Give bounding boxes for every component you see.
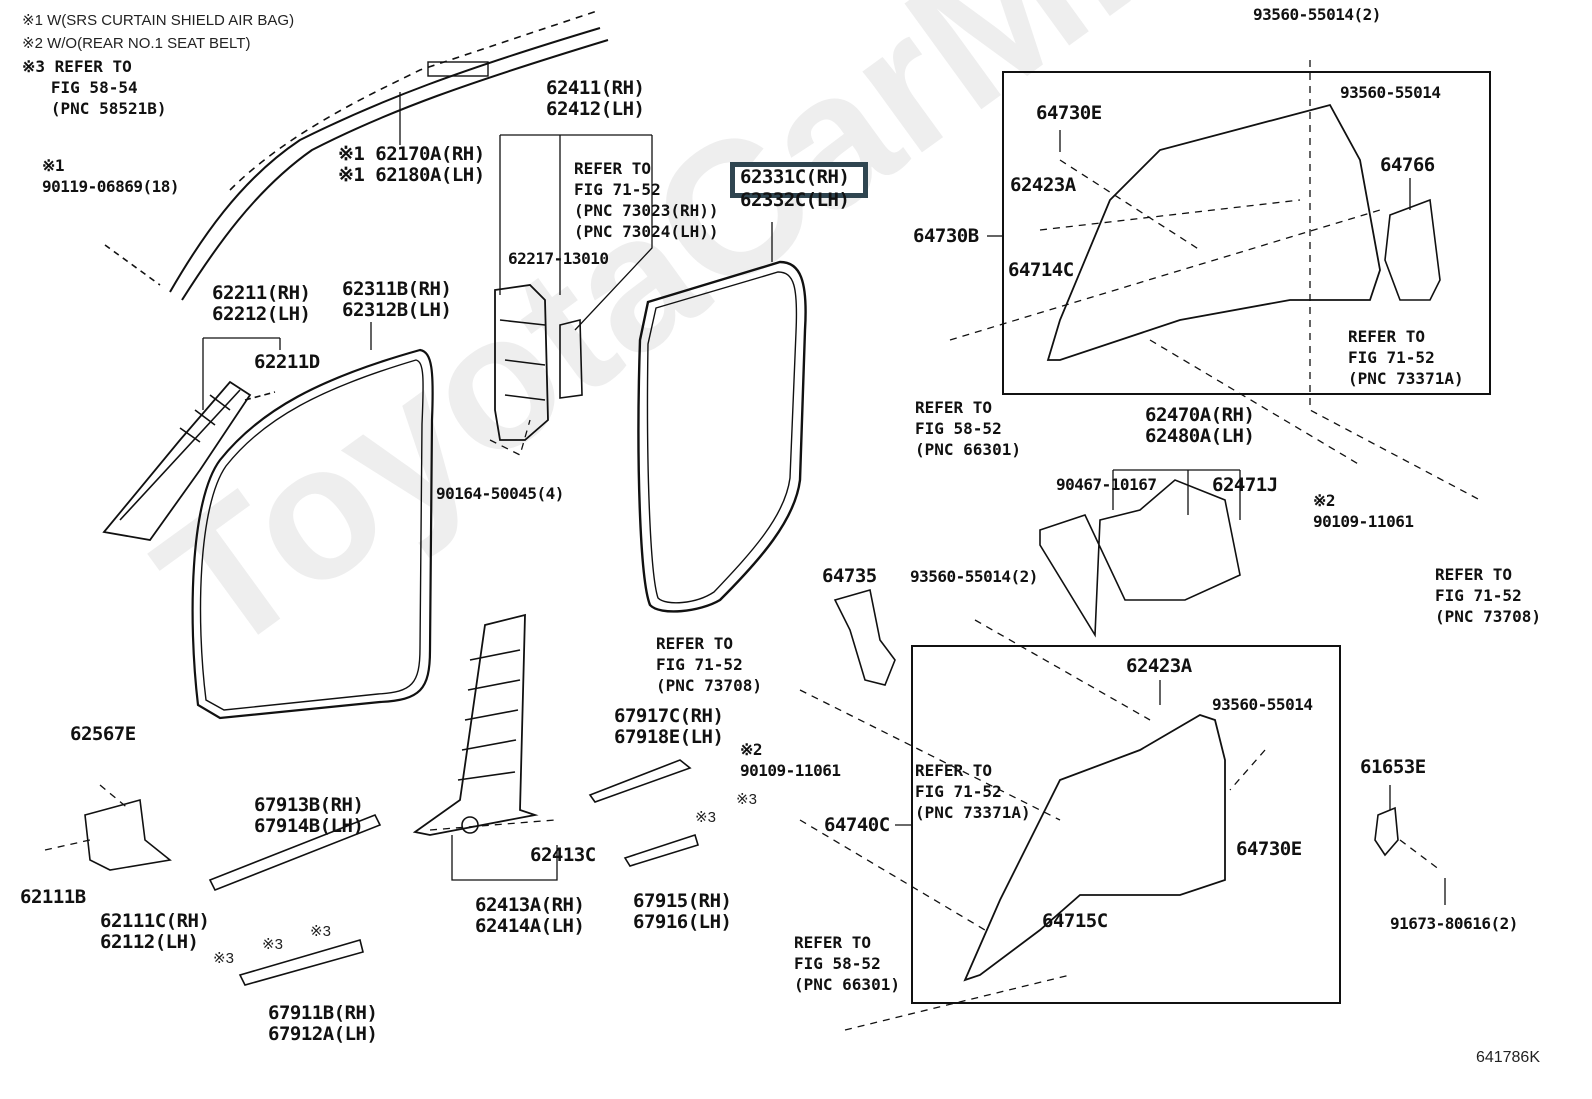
part-label-62311B[interactable]: 62311B(RH) 62312B(LH) — [342, 278, 452, 321]
part-label-64735[interactable]: 64735 — [822, 565, 877, 587]
part-label-62211[interactable]: 62211(RH) 62212(LH) — [212, 282, 311, 325]
part-label-93560-bottom[interactable]: 93560-55014 — [1212, 695, 1313, 714]
part-label-62567E[interactable]: 62567E — [70, 723, 136, 745]
part-label-67917C[interactable]: 67917C(RH) 67918E(LH) — [614, 705, 724, 748]
scuff-plate-67911B — [238, 938, 364, 986]
highlighted-part-number[interactable]: 62331C(RH) — [740, 166, 850, 188]
part-label-67913B[interactable]: 67913B(RH) 67914B(LH) — [254, 794, 364, 837]
part-label-93560-2-top[interactable]: 93560-55014(2) — [1253, 5, 1381, 24]
part-label-62170A[interactable]: ※1 62170A(RH) ※1 62180A(LH) — [338, 143, 485, 186]
refer-label-73371A-top[interactable]: REFER TO FIG 71-52 (PNC 73371A) — [1348, 327, 1464, 388]
roof-side-rail-part — [104, 9, 609, 301]
part-label-64766[interactable]: 64766 — [1380, 154, 1435, 176]
upper-quarter-trim-box — [1002, 71, 1491, 395]
part-label-62423A-bottom[interactable]: 62423A — [1126, 655, 1192, 677]
refer-label-73708-mid[interactable]: REFER TO FIG 71-52 (PNC 73708) — [656, 634, 762, 695]
part-label-90109-right[interactable]: ※2 90109-11061 — [1313, 491, 1414, 531]
part-label-62423A-top[interactable]: 62423A — [1010, 174, 1076, 196]
part-label-90467[interactable]: 90467-10167 — [1056, 475, 1157, 494]
part-label-91673[interactable]: 91673-80616(2) — [1390, 914, 1518, 933]
center-pillar-lower-garnish-part — [412, 613, 539, 836]
refer-label-73708-right[interactable]: REFER TO FIG 71-52 (PNC 73708) — [1435, 565, 1541, 626]
part-label-62413C[interactable]: 62413C — [530, 844, 596, 866]
bracket-61653E — [1374, 806, 1399, 857]
part-label-90164[interactable]: 90164-50045(4) — [436, 484, 564, 503]
part-label-62471J[interactable]: 62471J — [1212, 474, 1278, 496]
part-label-64740C[interactable]: 64740C — [824, 814, 890, 836]
part-label-62413A[interactable]: 62413A(RH) 62414A(LH) — [475, 894, 585, 937]
refer-label-73023[interactable]: REFER TO FIG 71-52 (PNC 73023(RH)) (PNC … — [574, 159, 719, 241]
scuff-plate-67917C — [588, 759, 692, 803]
highlighted-part-box[interactable] — [730, 162, 868, 198]
star3-note-d: ※3 — [736, 791, 757, 808]
deck-trim-side-panel-part — [1039, 479, 1241, 638]
part-label-62111B[interactable]: 62111B — [20, 886, 86, 908]
assembly-dashed-lines — [44, 60, 1481, 1031]
refer-label-66301-top[interactable]: REFER TO FIG 58-52 (PNC 66301) — [915, 398, 1021, 459]
part-label-64730E-bottom[interactable]: 64730E — [1236, 838, 1302, 860]
figure-id: 641786K — [1475, 1049, 1540, 1066]
part-label-61653E[interactable]: 61653E — [1360, 756, 1426, 778]
part-label-64714C[interactable]: 64714C — [1008, 259, 1074, 281]
leader-lines — [202, 92, 1446, 905]
part-label-90119[interactable]: ※1 90119-06869(18) — [42, 156, 180, 196]
center-pillar-upper-garnish-part — [494, 284, 583, 441]
star3-note-c: ※3 — [310, 923, 331, 940]
part-64735 — [833, 588, 896, 686]
star3-note-b: ※3 — [262, 936, 283, 953]
note-1: ※1 W(SRS CURTAIN SHIELD AIR BAG) — [22, 12, 295, 29]
part-label-67915[interactable]: 67915(RH) 67916(LH) — [633, 890, 732, 933]
note-3: ※3 REFER TO FIG 58-54 (PNC 58521B) — [22, 57, 167, 118]
part-label-62332C[interactable]: 62332C(LH) — [740, 189, 850, 211]
part-label-64730B[interactable]: 64730B — [913, 225, 979, 247]
star3-note-e: ※3 — [695, 809, 716, 826]
lower-quarter-trim-box — [911, 645, 1341, 1004]
front-pillar-garnish-part — [102, 380, 276, 541]
part-label-67911B[interactable]: 67911B(RH) 67912A(LH) — [268, 1002, 378, 1045]
part-label-62411[interactable]: 62411(RH) 62412(LH) — [546, 77, 645, 120]
part-label-62211D[interactable]: 62211D — [254, 351, 320, 373]
part-label-62217[interactable]: 62217-13010 — [508, 249, 609, 268]
refer-label-66301-bottom[interactable]: REFER TO FIG 58-52 (PNC 66301) — [794, 933, 900, 994]
star3-note-a: ※3 — [213, 950, 234, 967]
rear-door-weatherstrip-part — [637, 260, 807, 613]
part-label-64715C[interactable]: 64715C — [1042, 910, 1108, 932]
scuff-plate-67915 — [623, 833, 699, 867]
part-label-64730E-top[interactable]: 64730E — [1036, 102, 1102, 124]
part-label-93560-2-mid[interactable]: 93560-55014(2) — [910, 567, 1038, 586]
front-door-weatherstrip-part — [191, 348, 434, 720]
part-label-62470A[interactable]: 62470A(RH) 62480A(LH) — [1145, 404, 1255, 447]
cowl-side-trim-part — [84, 798, 172, 871]
part-label-62111C[interactable]: 62111C(RH) 62112(LH) — [100, 910, 210, 953]
scuff-plate-67913B — [208, 813, 382, 892]
part-label-93560-top[interactable]: 93560-55014 — [1340, 83, 1441, 102]
note-2: ※2 W/O(REAR NO.1 SEAT BELT) — [22, 35, 251, 52]
refer-label-73371A-bottom[interactable]: REFER TO FIG 71-52 (PNC 73371A) — [915, 761, 1031, 822]
part-label-90109-mid[interactable]: ※2 90109-11061 — [740, 740, 841, 780]
